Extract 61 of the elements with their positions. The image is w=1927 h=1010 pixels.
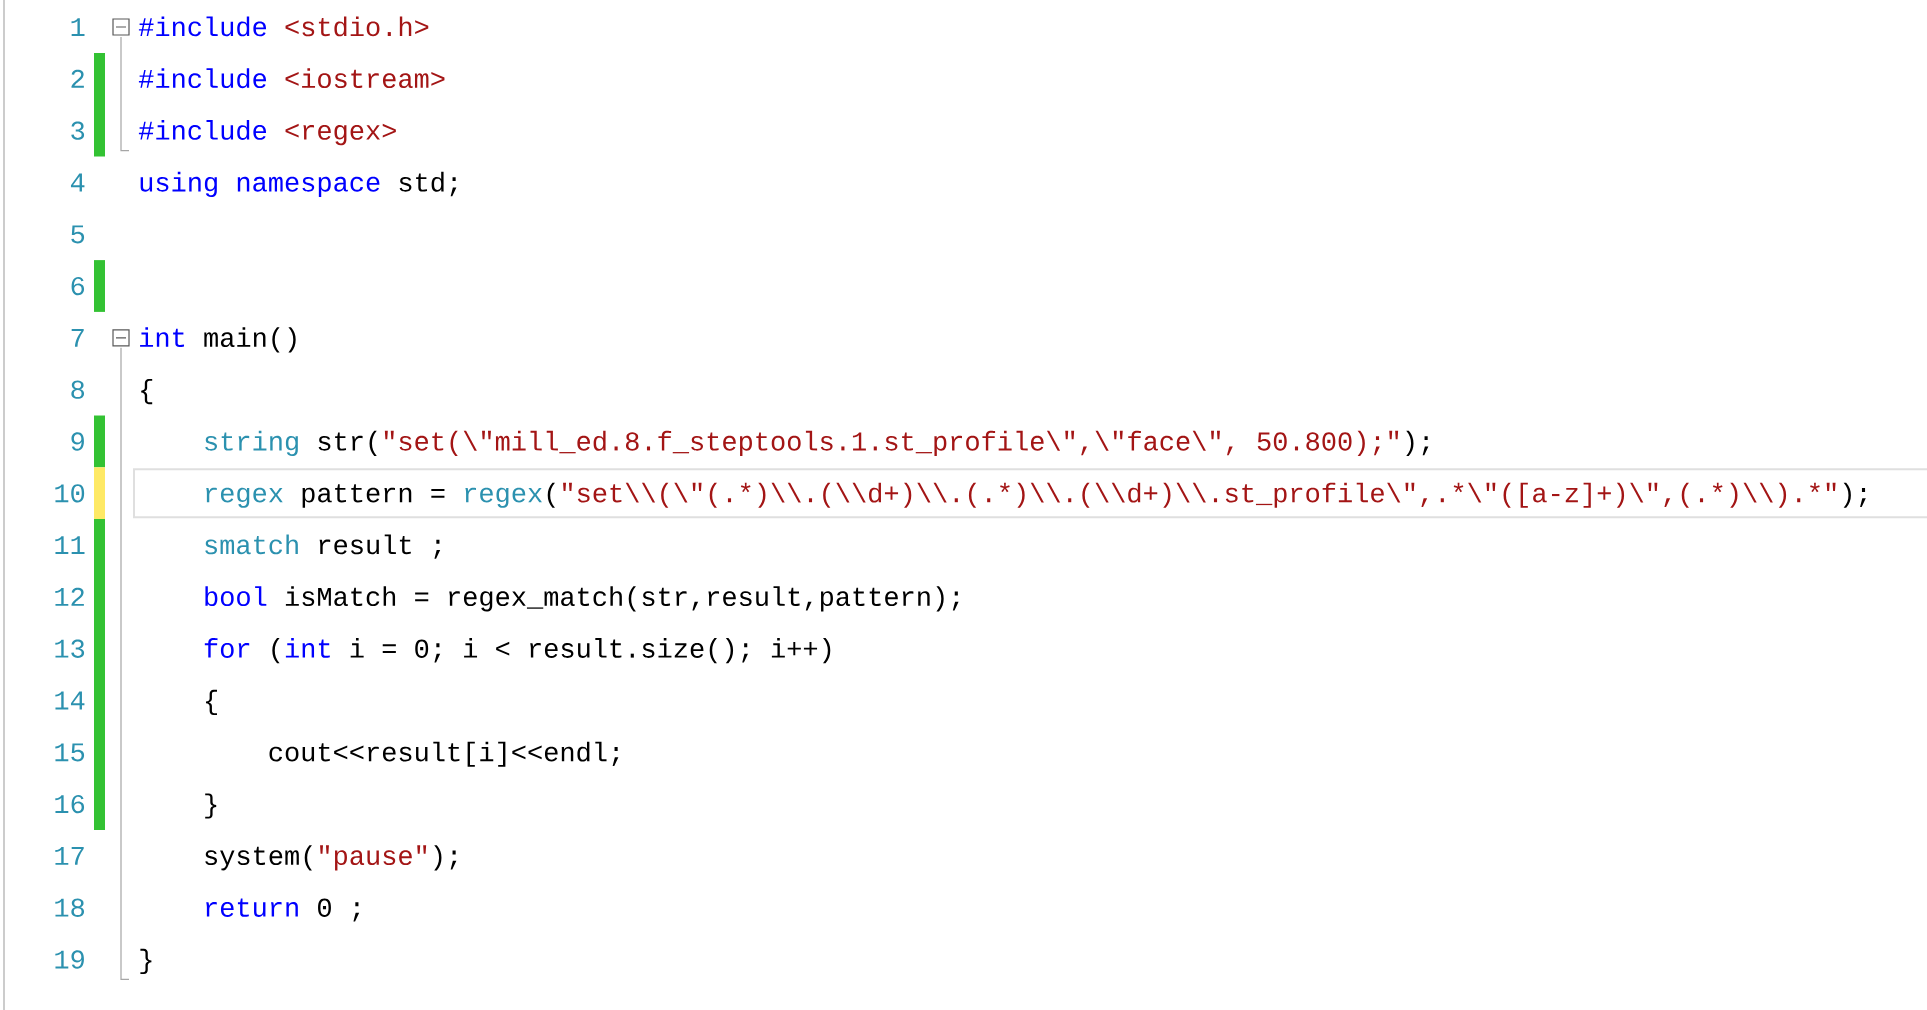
line-number: 2 — [71, 69, 84, 88]
line-number: 14 — [55, 691, 85, 710]
code-text: pattern = — [302, 484, 445, 508]
code-text: ); — [1843, 482, 1866, 508]
string-literal: .*)\\). — [1699, 482, 1801, 508]
code-text: main() — [204, 327, 296, 353]
line-number: 16 — [55, 794, 85, 814]
type-name: regex — [465, 487, 542, 508]
line-number: 19 — [55, 950, 84, 969]
code-text: str( — [318, 430, 377, 456]
string-literal: <iostream> — [285, 68, 445, 89]
line-number: 3 — [71, 121, 85, 140]
code-text: isMatch = regex_match(str,result,pattern); — [285, 586, 959, 612]
string-literal: .*)\\.(\\d+)\\.st_profile\", — [987, 482, 1428, 508]
code-text: { — [206, 689, 217, 715]
code-text: result ; — [319, 534, 441, 559]
code-text: ( — [272, 638, 280, 664]
string-literal: "pause" — [320, 845, 427, 871]
code-text: system( — [205, 845, 312, 871]
type-name: string — [205, 430, 298, 456]
keyword: int — [285, 638, 330, 658]
code-text: } — [205, 793, 217, 819]
code-text: ); — [1406, 430, 1429, 456]
code-text: ); — [434, 845, 457, 871]
line-number: 17 — [55, 847, 84, 865]
code-text: i = 0; i < result.size(); i++) — [350, 638, 831, 664]
line-number: 13 — [55, 639, 85, 658]
code-text: 0 ; — [318, 898, 360, 922]
line-number: 4 — [70, 173, 85, 192]
line-number: 18 — [55, 898, 85, 917]
code-text: cout<<result[i]<<endl; — [269, 741, 619, 767]
type-name: smatch — [205, 534, 298, 555]
line-number: 6 — [71, 276, 85, 296]
line-number: 12 — [55, 587, 84, 606]
type-name: regex — [206, 487, 283, 508]
line-number: 7 — [71, 329, 84, 347]
line-number: 15 — [55, 743, 85, 762]
code-text: { — [141, 379, 153, 405]
code-text: } — [140, 948, 152, 974]
string-literal: *" — [1810, 482, 1836, 493]
keyword: using namespace — [140, 171, 380, 197]
keyword: #include — [138, 68, 267, 89]
line-number: 10 — [55, 484, 85, 503]
keyword: bool — [205, 586, 267, 607]
string-literal: <stdio.h> — [285, 16, 429, 37]
line-number: 1 — [71, 18, 85, 36]
code-text: std; — [399, 171, 457, 197]
keyword: int — [140, 327, 184, 347]
line-number: 9 — [71, 432, 84, 451]
line-number: 8 — [71, 380, 85, 399]
line-number: 11 — [55, 536, 85, 554]
keyword: return — [206, 898, 298, 917]
keyword: for — [204, 638, 250, 658]
string-literal: .*\"([a-z]+)\",( — [1440, 482, 1689, 508]
line-number: 5 — [71, 225, 85, 244]
string-literal: <regex> — [285, 123, 396, 146]
code-text: ( — [547, 482, 555, 508]
keyword: #include — [138, 16, 267, 37]
string-literal: "set(\"mill_ed.8.f_steptools.1.st_profile\",\"face\", 50.800);" — [384, 430, 1399, 456]
keyword: #include — [138, 120, 267, 140]
string-literal: "set\\(\"(.*)\\.(\\d+)\\.( — [563, 482, 977, 508]
